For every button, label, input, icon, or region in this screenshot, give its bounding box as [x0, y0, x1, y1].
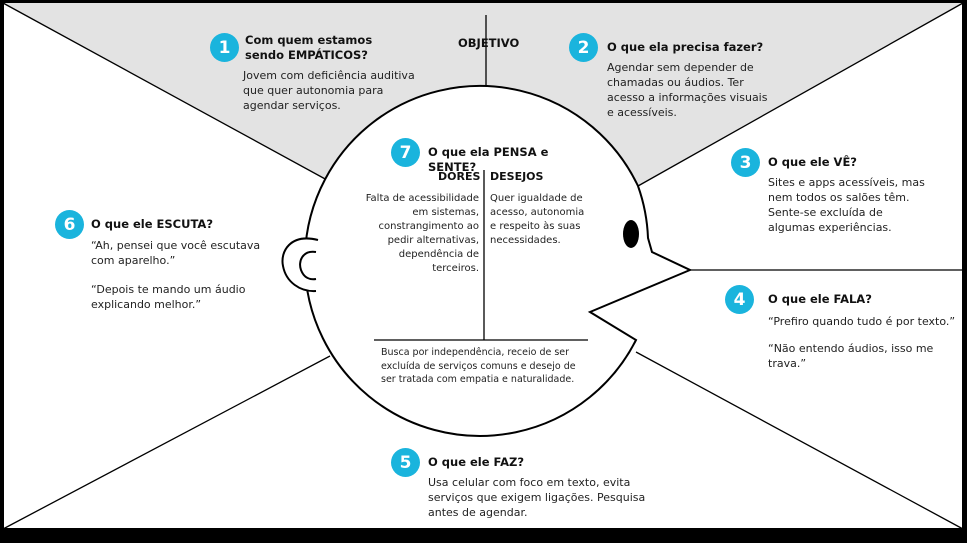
quadrant-lines [2, 2, 964, 530]
section-4-quote-2: “Não entendo áudios, isso me trava.” [768, 342, 934, 370]
section-2-title: O que ela precisa fazer? [607, 40, 764, 54]
section-4-quote-1: “Prefiro quando tudo é por texto.” [768, 315, 956, 328]
section-4-title: O que ele FALA? [768, 292, 872, 306]
section-7-badge: 7 [391, 138, 420, 167]
section-4-badge: 4 [725, 285, 754, 314]
section-2-text: Agendar sem depender de chamadas ou áudi… [607, 61, 768, 119]
section-5-badge: 5 [391, 448, 420, 477]
section-1-text: Jovem com deficiência auditiva que quer … [243, 69, 415, 112]
section-1-title: Com quem estamos sendo EMPÁTICOS? [245, 33, 373, 62]
section-5-title: O que ele FAZ? [428, 455, 524, 469]
section-6-quote-2: “Depois te mando um áudio explicando mel… [91, 283, 246, 311]
section-3-text: Sites e apps acessíveis, mas nem todos o… [768, 176, 925, 234]
section-6-quotes: “Ah, pensei que você escutava com aparel… [91, 238, 266, 312]
section-2-badge: 2 [569, 33, 598, 62]
gains-label: DESEJOS [490, 170, 544, 183]
section-3-badge: 3 [731, 148, 760, 177]
section-5-text: Usa celular com foco em texto, evita ser… [428, 476, 646, 519]
ear-inner [299, 250, 317, 281]
objective-label: OBJETIVO [458, 36, 520, 50]
section-3-title: O que ele VÊ? [768, 155, 857, 169]
gains-text: Quer igualdade de acesso, autonomia e re… [490, 193, 585, 246]
section-6-badge: 6 [55, 210, 84, 239]
pains-text: Falta de acessibilidade em sistemas, con… [365, 193, 479, 274]
pains-label: DORES [438, 170, 481, 183]
section-6-quote-1: “Ah, pensei que você escutava com aparel… [91, 239, 261, 267]
section-6-title: O que ele ESCUTA? [91, 217, 213, 231]
section-7-title: O que ela PENSA e SENTE? [428, 145, 549, 174]
section-4-quotes: “Prefiro quando tudo é por texto.” “Não … [768, 314, 958, 371]
eye [623, 220, 639, 248]
head-outline [303, 84, 693, 437]
thoughts-text: Busca por independência, receio de ser e… [381, 347, 576, 385]
section-1-badge: 1 [210, 33, 239, 62]
